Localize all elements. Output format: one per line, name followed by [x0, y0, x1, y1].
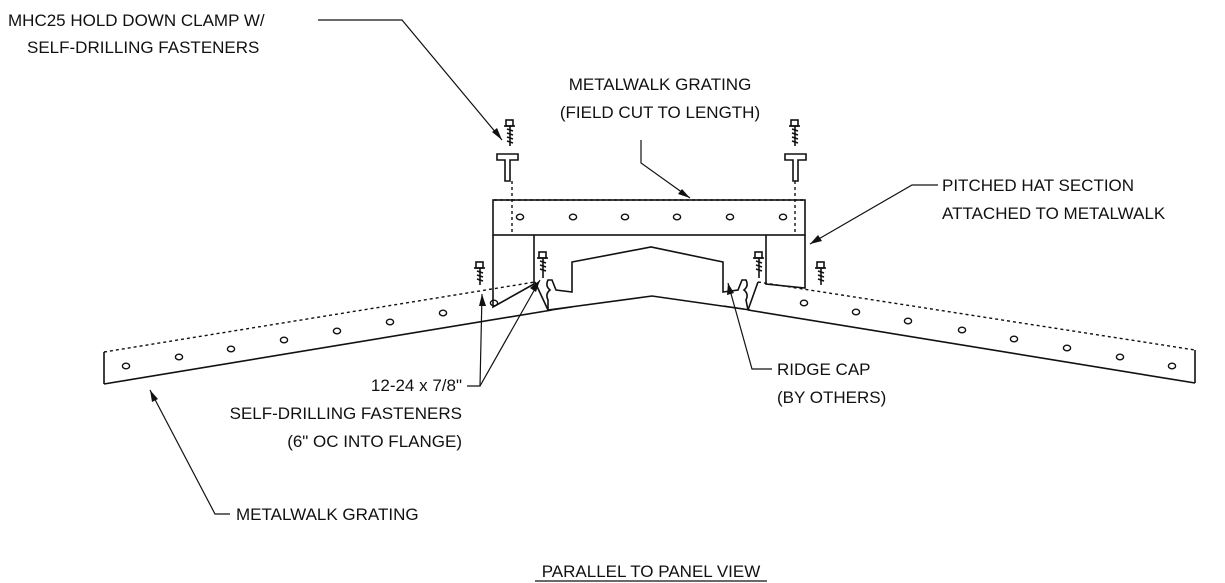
left-pitched-grating	[103, 281, 553, 385]
label-fastener-line2: SELF-DRILLING FASTENERS	[230, 404, 462, 423]
hold-down-clamp-left	[496, 153, 519, 235]
roof-ridge-line	[547, 295, 751, 311]
ridge-cap	[546, 246, 749, 311]
label-top-grating-line2: (FIELD CUT TO LENGTH)	[560, 103, 760, 122]
leader-bottom-grating	[149, 389, 230, 515]
top-grating-holes	[515, 213, 788, 221]
leader-clamp	[318, 19, 503, 141]
label-clamp-line2: SELF-DRILLING FASTENERS	[27, 38, 259, 57]
pitched-hat-section	[492, 235, 806, 309]
label-ridge-line1: RIDGE CAP	[777, 360, 871, 379]
view-title: PARALLEL TO PANEL VIEW	[542, 562, 761, 581]
label-clamp-line1: MHC25 HOLD DOWN CLAMP W/	[8, 11, 265, 30]
label-fastener-line3: (6" OC INTO FLANGE)	[287, 432, 462, 451]
fastener-flange-left-outer	[474, 261, 485, 285]
fastener-flange-left-inner	[537, 251, 548, 278]
fastener-clamp-right	[789, 119, 800, 146]
label-top-grating-line1: METALWALK GRATING	[569, 75, 752, 94]
right-pitched-grating	[747, 281, 1196, 384]
leader-ridge-cap	[727, 282, 772, 370]
label-bottom-grating: METALWALK GRATING	[236, 505, 419, 524]
fastener-flange-right-inner	[753, 251, 764, 278]
left-grating-holes	[121, 299, 499, 370]
hold-down-clamp-right	[784, 153, 807, 235]
leader-fasteners	[467, 279, 541, 387]
fastener-clamp-left	[504, 119, 515, 146]
leader-hat-section	[809, 184, 938, 245]
leader-top-grating	[640, 140, 691, 199]
right-grating-holes	[799, 299, 1177, 370]
label-hat-line1: PITCHED HAT SECTION	[942, 176, 1134, 195]
label-hat-line2: ATTACHED TO METALWALK	[942, 204, 1166, 223]
top-grating	[492, 199, 806, 236]
fastener-flange-right-outer	[815, 261, 826, 285]
label-ridge-line2: (BY OTHERS)	[777, 388, 886, 407]
label-fastener-line1: 12-24 x 7/8"	[371, 376, 462, 395]
